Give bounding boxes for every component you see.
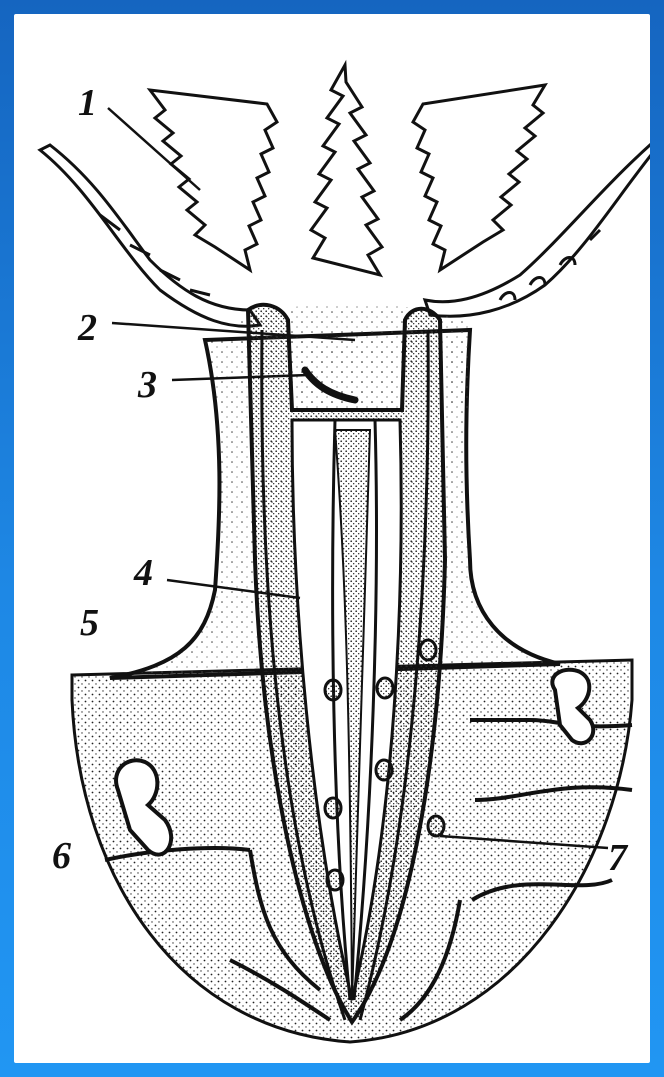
polyp-diagram: 1 2 3 4 5 6 7 — [14, 14, 650, 1063]
label-2: 2 — [77, 307, 97, 349]
label-5: 5 — [80, 602, 99, 644]
label-3: 3 — [137, 364, 157, 406]
label-6: 6 — [52, 835, 71, 877]
frond-left — [150, 90, 277, 270]
label-1: 1 — [78, 82, 97, 124]
label-4: 4 — [133, 552, 153, 594]
frond-center — [311, 65, 382, 275]
frond-right — [413, 85, 545, 270]
label-7: 7 — [608, 837, 629, 879]
